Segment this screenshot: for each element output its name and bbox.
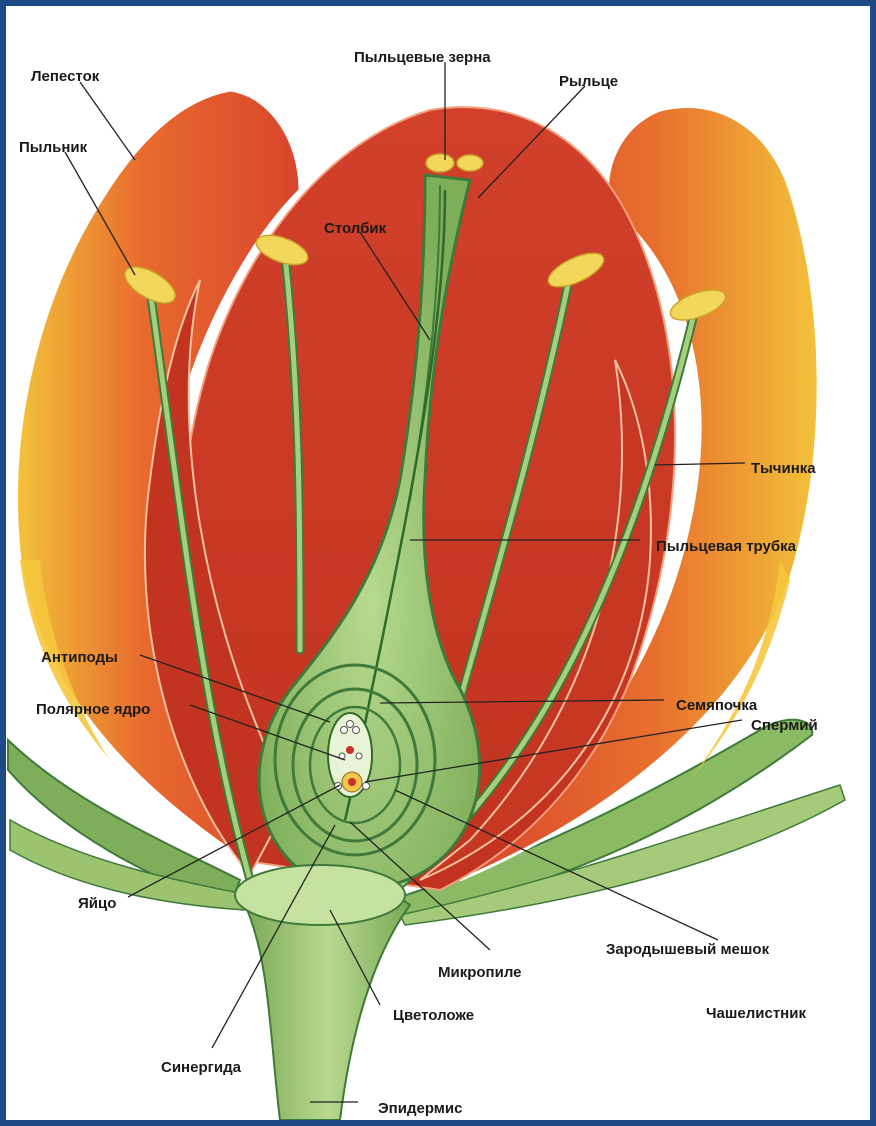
label-sperm: Спермий [751, 717, 818, 734]
label-ovule: Семяпочка [676, 697, 758, 714]
label-epidermis: Эпидермис [378, 1100, 463, 1117]
label-petal: Лепесток [31, 68, 100, 85]
label-style: Столбик [324, 220, 387, 237]
pistil [257, 153, 484, 890]
label-anther: Пыльник [19, 139, 88, 156]
label-sepal: Чашелистник [706, 1005, 806, 1022]
label-polar-nucleus: Полярное ядро [36, 701, 151, 718]
label-egg: Яйцо [78, 895, 117, 912]
label-antipodes: Антиподы [41, 649, 118, 666]
receptacle-stem [234, 864, 412, 1120]
label-stamen: Тычинка [751, 460, 816, 477]
petal-inner-left [143, 279, 292, 877]
label-micropyle: Микропиле [438, 964, 522, 981]
label-synergid: Синергида [161, 1059, 241, 1076]
sepals [7, 718, 846, 926]
label-pollen-tube: Пыльцевая трубка [656, 538, 796, 555]
petal-inner-right [419, 359, 652, 881]
label-pollen-grains: Пыльцевые зерна [354, 49, 491, 66]
label-receptacle: Цветоложе [393, 1007, 475, 1024]
petal-yellow-edge [20, 560, 110, 760]
label-stigma: Рыльце [559, 73, 619, 90]
leader-lines [64, 62, 746, 1103]
label-embryo-sac: Зародышевый мешок [606, 941, 770, 958]
petal-yellow-edge [690, 560, 790, 780]
flower-illustration [7, 62, 846, 1120]
